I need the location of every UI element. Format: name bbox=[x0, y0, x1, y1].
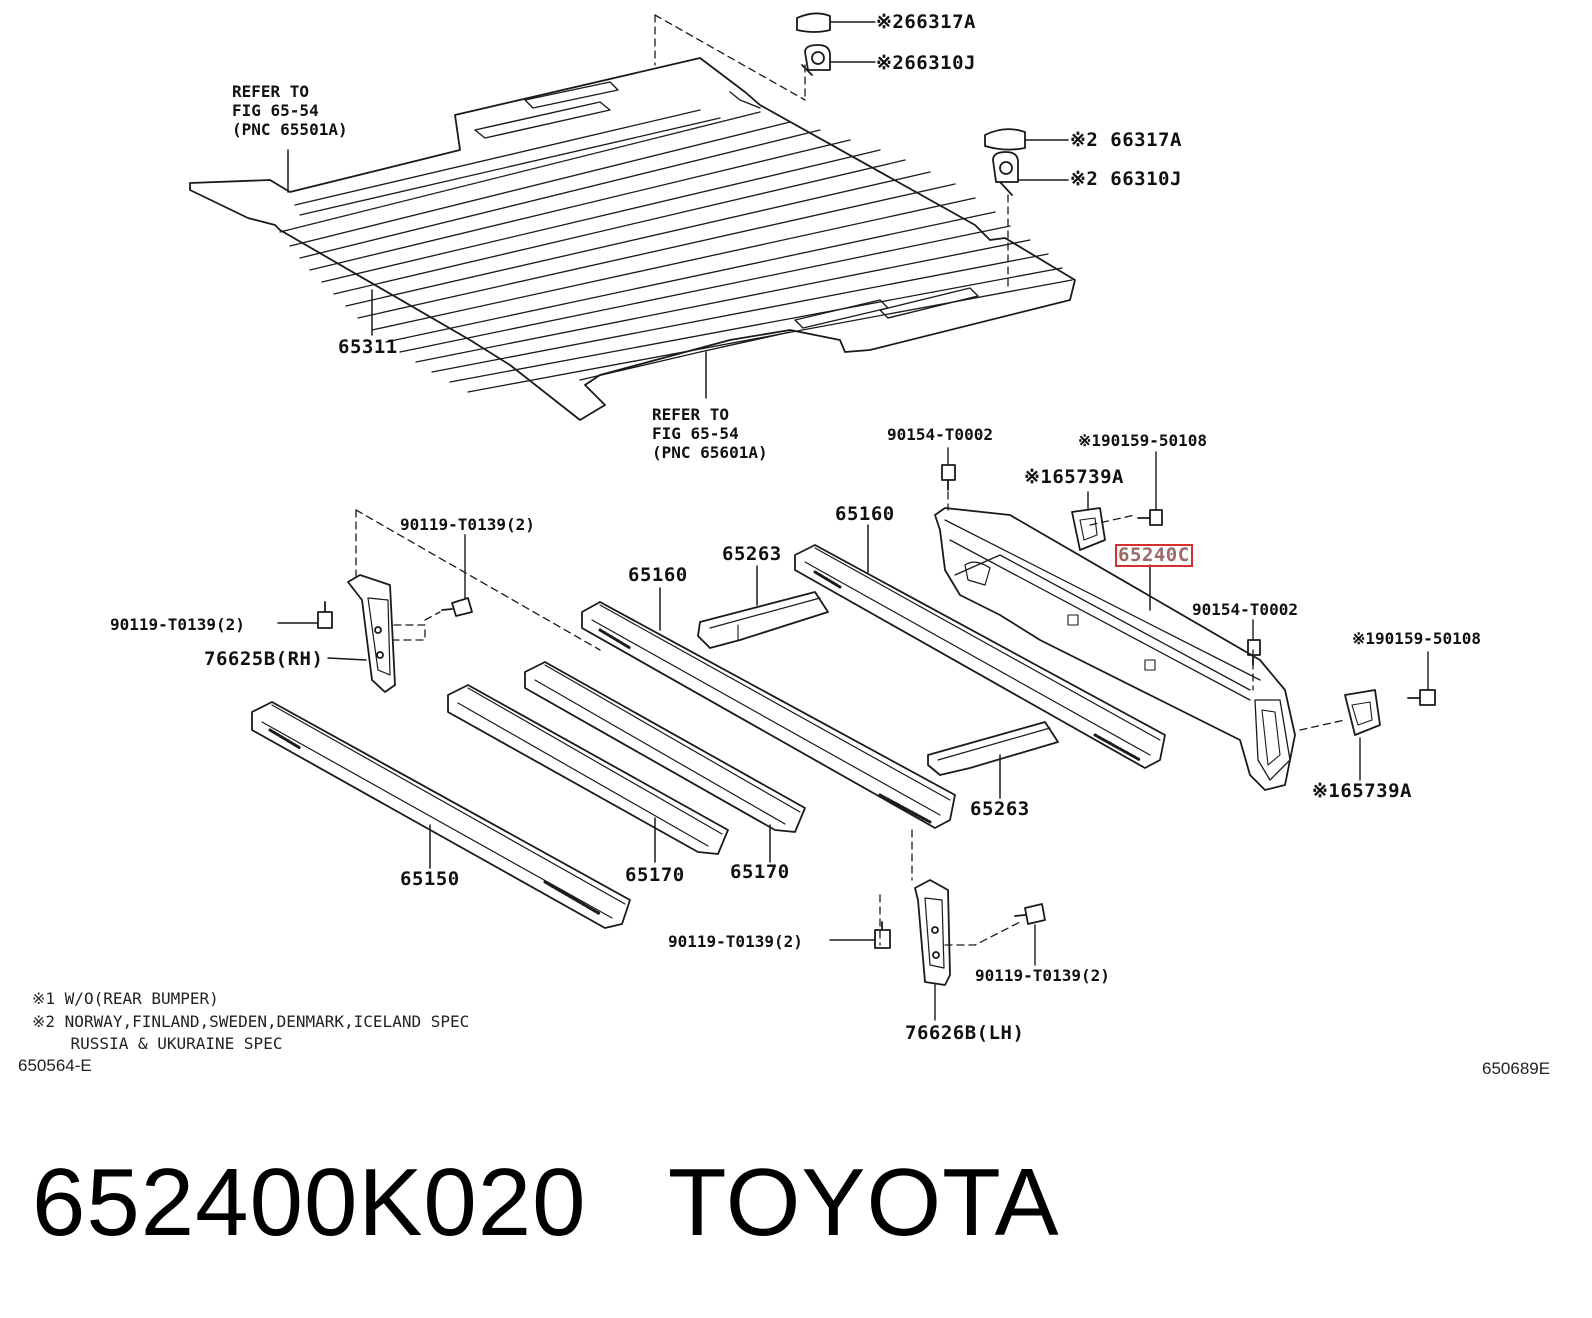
label-65240c-highlighted[interactable]: 65240C bbox=[1115, 544, 1193, 567]
label-65263-lower: 65263 bbox=[970, 798, 1030, 820]
note-2: ※2 NORWAY,FINLAND,SWEDEN,DENMARK,ICELAND… bbox=[32, 1012, 470, 1054]
label-refer-fig-top: REFER TO FIG 65-54 (PNC 65501A) bbox=[232, 82, 348, 140]
bracket-76626b-bolts bbox=[829, 903, 1046, 966]
label-65170-right: 65170 bbox=[730, 861, 790, 883]
cross-sill-65170-right bbox=[524, 661, 806, 833]
label-65150: 65150 bbox=[400, 868, 460, 890]
crossmember-65263-lower bbox=[927, 721, 1059, 776]
label-65263-upper: 65263 bbox=[722, 543, 782, 565]
bracket-76626b bbox=[914, 879, 951, 986]
tie-down-right bbox=[984, 128, 1069, 196]
footer-title: 652400K020 TOYOTA bbox=[32, 1148, 1060, 1258]
label-90119-t0139-d: 90119-T0139(2) bbox=[975, 966, 1110, 985]
bracket-76625b bbox=[347, 574, 396, 693]
label-65160-left: 65160 bbox=[628, 564, 688, 586]
label-66317a-top: ※266317A bbox=[876, 11, 976, 33]
figure-code-right: 650689E bbox=[1482, 1059, 1551, 1078]
label-190159-50108-a: ※190159-50108 bbox=[1078, 431, 1207, 450]
footer-part-number: 652400K020 bbox=[32, 1149, 587, 1256]
sill-fasteners bbox=[941, 447, 1436, 781]
crossmember-65263-upper bbox=[697, 591, 829, 649]
tie-down-top bbox=[796, 12, 876, 76]
floor-leaders bbox=[287, 149, 707, 399]
label-76625b-rh: 76625B(RH) bbox=[204, 648, 324, 670]
label-90119-t0139-b: 90119-T0139(2) bbox=[110, 615, 245, 634]
footer-brand: TOYOTA bbox=[667, 1149, 1060, 1256]
bracket-76625b-bolts bbox=[277, 534, 473, 629]
label-90119-t0139-a: 90119-T0139(2) bbox=[400, 515, 535, 534]
label-190159-50108-b: ※190159-50108 bbox=[1352, 629, 1481, 648]
cross-sill-65150 bbox=[251, 701, 631, 929]
label-65311: 65311 bbox=[338, 336, 398, 358]
label-65170-left: 65170 bbox=[625, 864, 685, 886]
sill-65240c bbox=[934, 507, 1296, 791]
label-165739a-a: ※165739A bbox=[1024, 466, 1124, 488]
label-76626b-lh: 76626B(LH) bbox=[905, 1022, 1025, 1044]
floor-panel-65311 bbox=[189, 57, 1076, 421]
cross-sill-65160-right bbox=[794, 544, 1166, 769]
label-165739a-b: ※165739A bbox=[1312, 780, 1412, 802]
label-90154-t0002-a: 90154-T0002 bbox=[887, 425, 993, 444]
cross-sill-65160-left bbox=[581, 601, 956, 829]
label-refer-fig-bottom: REFER TO FIG 65-54 (PNC 65601A) bbox=[652, 405, 768, 463]
label-90154-t0002-b: 90154-T0002 bbox=[1192, 600, 1298, 619]
note-1: ※1 W/O(REAR BUMPER) bbox=[32, 989, 219, 1008]
label-65160-right: 65160 bbox=[835, 503, 895, 525]
label-90119-t0139-c: 90119-T0139(2) bbox=[668, 932, 803, 951]
label-66310j-right: ※2 66310J bbox=[1070, 168, 1182, 190]
cross-sill-65170-left bbox=[447, 684, 729, 855]
label-66317a-right: ※2 66317A bbox=[1070, 129, 1182, 151]
label-66310j-top: ※266310J bbox=[876, 52, 976, 74]
figure-code-left: 650564-E bbox=[18, 1056, 92, 1075]
